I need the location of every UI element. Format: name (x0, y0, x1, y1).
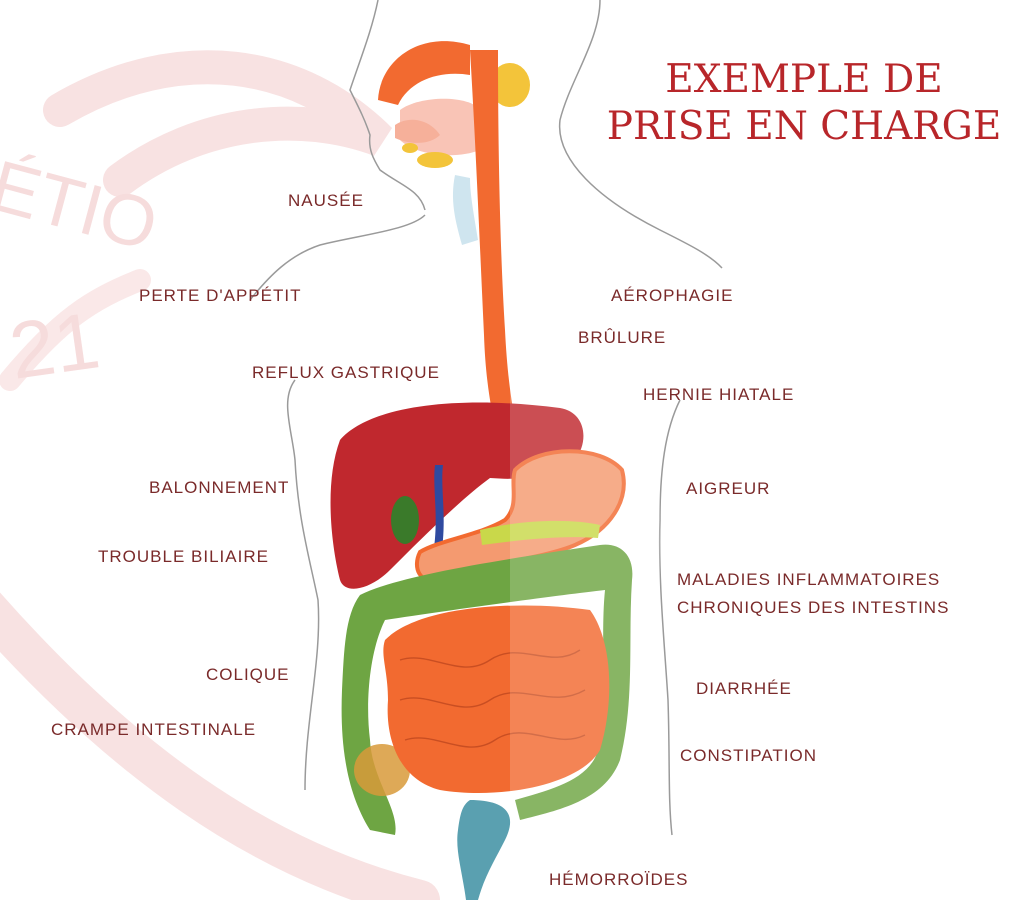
label-mici-line-1: MALADIES INFLAMMATOIRES (677, 571, 940, 588)
label-colique: COLIQUE (206, 666, 290, 683)
overlay-right (510, 380, 660, 830)
label-trouble-biliaire: TROUBLE BILIAIRE (98, 548, 269, 565)
rectum (457, 800, 510, 900)
label-nausee: NAUSÉE (288, 192, 364, 209)
label-balonnement: BALONNEMENT (149, 479, 289, 496)
trachea (453, 175, 478, 245)
label-mici-line-2: CHRONIQUES DES INTESTINS (677, 599, 949, 616)
page-title: EXEMPLE DE PRISE EN CHARGE (604, 57, 1004, 151)
body-outline-left (288, 380, 319, 790)
label-aigreur: AIGREUR (686, 480, 770, 497)
label-hernie-hiatale: HERNIE HIATALE (643, 386, 794, 403)
salivary-gland-small (402, 143, 418, 153)
body-outline-right (660, 400, 680, 835)
label-perte-appetit: PERTE D'APPÉTIT (139, 287, 301, 304)
label-reflux-gastrique: REFLUX GASTRIQUE (252, 364, 440, 381)
label-hemorroides: HÉMORROÏDES (549, 871, 688, 888)
mouth-shape (378, 41, 470, 105)
label-diarrhee: DIARRHÉE (696, 680, 792, 697)
label-crampe-intestinale: CRAMPE INTESTINALE (51, 721, 256, 738)
label-brulure: BRÛLURE (578, 329, 666, 346)
salivary-gland-low (417, 152, 453, 168)
title-line-1: EXEMPLE DE (604, 57, 1004, 104)
label-constipation: CONSTIPATION (680, 747, 817, 764)
gallbladder (391, 496, 419, 544)
label-aerophagie: AÉROPHAGIE (611, 287, 733, 304)
title-line-2: PRISE EN CHARGE (604, 104, 1004, 151)
